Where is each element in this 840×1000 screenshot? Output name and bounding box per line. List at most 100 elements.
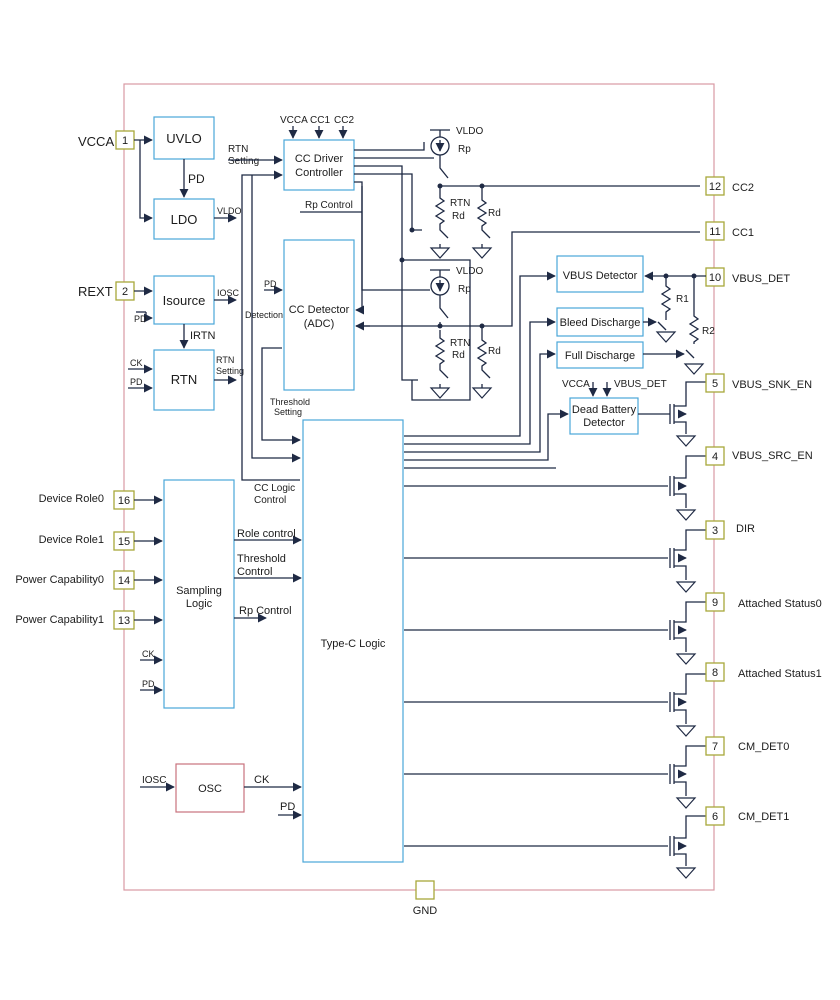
pin-att0-label: Attached Status0: [738, 598, 822, 610]
pin-role0: Device Role0 16: [39, 490, 163, 510]
pin-role1-label: Device Role1: [39, 534, 104, 546]
sampling-logic-block: [163, 479, 235, 709]
osc-ck-label: CK: [254, 774, 270, 786]
rtn-top: RTN: [450, 198, 470, 209]
full-discharge-label: Full Discharge: [565, 350, 635, 362]
pin-pcap1-label: Power Capability1: [15, 614, 104, 626]
osc-block: [175, 763, 245, 813]
dead-battery-label-1: Dead Battery: [572, 404, 637, 416]
output-attached0: 9 Attached Status0: [404, 592, 822, 665]
threshold-setting-1: Threshold: [270, 397, 310, 407]
output-dir: 3 DIR: [404, 520, 755, 593]
rp-control2-label: Rp Control: [239, 605, 292, 617]
pin-cc2: 12 CC2: [705, 176, 754, 196]
pin-dir-label: DIR: [736, 523, 755, 535]
iosc-label: IOSC: [217, 288, 240, 298]
threshold-control-2: Control: [237, 566, 272, 578]
pin-pcap0-label: Power Capability0: [15, 574, 104, 586]
rtn-setting-top-2: Setting: [228, 156, 259, 167]
pd-label-sampling: PD: [142, 679, 155, 689]
pin-pcap0-number: 14: [118, 575, 130, 587]
bleed-discharge-block: [556, 307, 644, 337]
pin-cm1-number: 6: [712, 811, 718, 823]
rd-bottom-right-label: Rd: [488, 346, 501, 357]
rtn-label: RTN: [171, 372, 197, 387]
osc-label: OSC: [198, 783, 222, 795]
pin-cc1-number: 11: [709, 226, 720, 238]
pd-label-rtn: PD: [130, 377, 143, 387]
cc-detector-label-1: CC Detector: [289, 304, 350, 316]
rp-bottom: Rp: [458, 284, 471, 295]
pin-rext-label: REXT: [78, 284, 113, 299]
output-vbus-src-en: 4 VBUS_SRC_EN: [404, 446, 813, 521]
threshold-control-1: Threshold: [237, 553, 286, 565]
cc-logic-control-1: CC Logic: [254, 483, 295, 494]
rd-bottom-right: [476, 326, 491, 388]
pin-att1-label: Attached Status1: [738, 668, 822, 680]
dead-battery-block: [569, 397, 639, 435]
pd-label-uvlo: PD: [188, 172, 205, 186]
rd-top-right-label: Rd: [488, 208, 501, 219]
pin-cm1-label: CM_DET1: [738, 811, 789, 823]
pin-role1: Device Role1 15: [39, 531, 163, 551]
r2-resistor: [688, 276, 700, 344]
pin-cc2-label: CC2: [732, 182, 754, 194]
pin-cc2-number: 12: [709, 181, 721, 193]
pin-vcca-number: 1: [122, 135, 128, 147]
sampling-label-2: Logic: [186, 598, 213, 610]
pin-vcca-label: VCCA: [78, 134, 114, 149]
pin-gnd-label: GND: [413, 905, 438, 917]
pin-pcap1: Power Capability1 13: [15, 610, 163, 630]
rtn-bottom: RTN: [450, 338, 470, 349]
pin-vbus-src-en-number: 4: [712, 451, 718, 463]
cc-driver-cc2: CC2: [334, 115, 354, 126]
rd-top-left-label: Rd: [452, 211, 465, 222]
pin-att0-number: 9: [712, 597, 718, 609]
cc-driver-block: [283, 139, 355, 191]
pin-gnd: GND: [413, 880, 438, 917]
pin-pcap0: Power Capability0 14: [15, 570, 163, 590]
pin-role0-label: Device Role0: [39, 493, 104, 505]
vbus-detector-label: VBUS Detector: [563, 270, 638, 282]
uvlo-label: UVLO: [166, 131, 201, 146]
r2-label: R2: [702, 326, 715, 337]
pin-role1-number: 15: [118, 536, 130, 548]
ldo-label: LDO: [171, 212, 198, 227]
dead-battery-vcca: VCCA: [562, 379, 590, 390]
pin-rext: REXT 2: [78, 281, 135, 301]
cc-detector-label-2: (ADC): [304, 318, 335, 330]
output-vbus-snk-en: 5 VBUS_SNK_EN: [669, 373, 812, 447]
pin-cc1-label: CC1: [732, 227, 754, 239]
rtn-setting-out-1: RTN: [216, 355, 234, 365]
detection-label: Detection: [245, 310, 283, 320]
ldo-block: [153, 198, 215, 240]
vldo-top: VLDO: [456, 126, 483, 137]
rd-bottom-left-label: Rd: [452, 350, 465, 361]
iosc-in-label: IOSC: [142, 775, 166, 786]
uvlo-block: [153, 116, 215, 160]
cc-driver-label-2: Controller: [295, 167, 343, 179]
pd-label-isource: PD: [134, 314, 147, 324]
pin-cc1: 11 CC1: [705, 221, 754, 241]
typec-logic-block: [302, 419, 404, 863]
cc-logic-control-2: Control: [254, 495, 286, 506]
pin-pcap1-number: 13: [118, 615, 130, 627]
rd-top-left: [434, 190, 449, 248]
cc-detector-block: [283, 239, 355, 391]
vbus-detector-block: [556, 255, 644, 293]
rp-control-label: Rp Control: [305, 200, 353, 211]
rp-top: Rp: [458, 144, 471, 155]
pin-vbus-det-label: VBUS_DET: [732, 273, 790, 285]
full-discharge-block: [556, 341, 644, 369]
pin-vcca: VCCA 1: [78, 130, 135, 150]
dead-battery-vbus: VBUS_DET: [614, 379, 667, 390]
cc-driver-label-1: CC Driver: [295, 153, 344, 165]
irtn-label: IRTN: [190, 330, 216, 342]
rtn-block: [153, 349, 215, 411]
sampling-label-1: Sampling: [176, 585, 222, 597]
pin-vbus-snk-en-label: VBUS_SNK_EN: [732, 379, 812, 391]
ldo-vldo-label: VLDO: [217, 206, 242, 216]
rtn-setting-top-1: RTN: [228, 144, 248, 155]
pd-label-ccdet: PD: [264, 279, 277, 289]
